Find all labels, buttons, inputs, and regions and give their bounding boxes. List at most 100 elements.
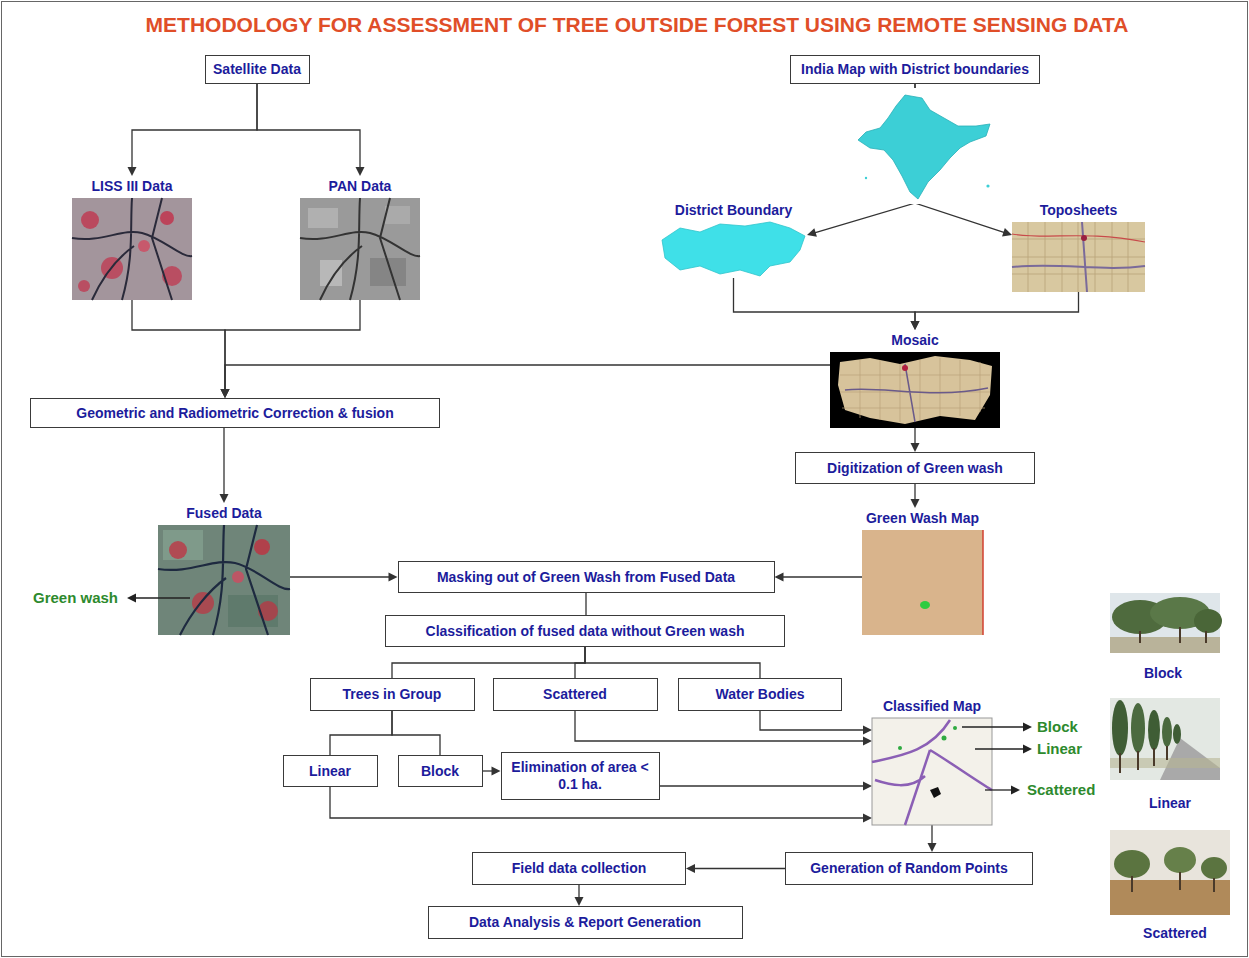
connector-line bbox=[782, 576, 863, 577]
connector-line bbox=[760, 711, 865, 730]
scattered-photo-part bbox=[1132, 872, 1214, 892]
liss-image bbox=[72, 198, 192, 300]
connector-line bbox=[392, 711, 440, 755]
connector-line bbox=[330, 711, 392, 755]
scattered-photo bbox=[1110, 830, 1230, 915]
leader-arrows-part bbox=[985, 789, 1013, 790]
photo-caption: Block bbox=[1144, 664, 1182, 682]
flow-connector bbox=[132, 300, 230, 398]
linear-photo-part bbox=[1120, 746, 1167, 773]
image-heading: District Boundary bbox=[660, 200, 807, 219]
arrow-head bbox=[686, 864, 695, 873]
fused-image bbox=[127, 525, 290, 635]
linear-photo bbox=[1110, 698, 1220, 780]
process-box: Linear bbox=[283, 755, 378, 787]
image-panel: Green Wash Map bbox=[862, 508, 983, 635]
fused-image-part bbox=[158, 525, 290, 635]
box-label: Generation of Random Points bbox=[810, 860, 1008, 877]
green-wash-map-image bbox=[862, 530, 983, 635]
india-map-part bbox=[858, 95, 990, 199]
image-heading: Classified Map bbox=[872, 696, 992, 715]
green-wash-map-image-part bbox=[920, 601, 930, 609]
liss-image-part bbox=[72, 198, 192, 300]
connector-line bbox=[585, 647, 760, 678]
flow-connector bbox=[911, 292, 1079, 330]
fused-image-part bbox=[163, 530, 203, 560]
flow-connector bbox=[575, 711, 872, 746]
block-photo-part bbox=[1194, 609, 1222, 633]
process-box: Data Analysis & Report Generation bbox=[428, 906, 743, 939]
image-panel: LISS III Data bbox=[72, 176, 192, 300]
arrow-head bbox=[928, 843, 937, 852]
fused-image-part bbox=[127, 594, 136, 603]
process-box: Generation of Random Points bbox=[785, 852, 1033, 885]
scattered-photo-part bbox=[1110, 830, 1230, 915]
flow-connector bbox=[660, 782, 873, 791]
leader-arrows-part bbox=[1023, 723, 1032, 732]
pan-image-part bbox=[308, 208, 338, 228]
india-map-part bbox=[848, 88, 998, 204]
arrow-head bbox=[389, 573, 398, 582]
process-box: Elimination of area < 0.1 ha. bbox=[501, 752, 660, 800]
leader-arrows-part bbox=[1023, 745, 1032, 754]
box-label: Scattered bbox=[543, 686, 607, 703]
flow-connector bbox=[392, 711, 440, 755]
connector-line bbox=[575, 711, 865, 741]
diagram-title: METHODOLOGY FOR ASSESSMENT OF TREE OUTSI… bbox=[146, 13, 1129, 36]
fused-image-part bbox=[254, 539, 270, 555]
arrow-head bbox=[128, 167, 137, 176]
arrow-head bbox=[1002, 228, 1012, 237]
connector-line bbox=[915, 292, 1079, 323]
mosaic-image-part bbox=[838, 356, 992, 424]
box-label: Classification of fused data without Gre… bbox=[426, 623, 745, 640]
flow-connector bbox=[686, 864, 785, 873]
arrow-head bbox=[863, 782, 872, 791]
liss-image-part bbox=[138, 240, 150, 252]
toposheet-image bbox=[1012, 222, 1145, 292]
arrow-head bbox=[911, 321, 920, 330]
fused-image-part bbox=[232, 571, 244, 583]
flow-connector bbox=[290, 573, 398, 582]
process-box: Water Bodies bbox=[678, 678, 842, 711]
classified-map-image-part bbox=[953, 726, 957, 730]
box-label: Trees in Group bbox=[343, 686, 442, 703]
flow-connector bbox=[586, 593, 587, 615]
classified-map-image-part bbox=[930, 787, 941, 798]
box-label: India Map with District boundaries bbox=[801, 61, 1029, 78]
linear-photo-part bbox=[1110, 698, 1220, 780]
arrow-head bbox=[911, 321, 920, 330]
linear-photo-part bbox=[1112, 700, 1128, 756]
flow-connector bbox=[257, 84, 365, 176]
flow-connector bbox=[221, 300, 361, 398]
box-label: Geometric and Radiometric Correction & f… bbox=[76, 405, 393, 422]
green-wash-map-image-part bbox=[862, 530, 983, 635]
box-label: Field data collection bbox=[512, 860, 647, 877]
pan-image bbox=[300, 198, 420, 300]
box-label: Digitization of Green wash bbox=[827, 460, 1003, 477]
arrow-head bbox=[356, 167, 365, 176]
process-box: Satellite Data bbox=[205, 55, 310, 84]
leader-arrows-part bbox=[975, 748, 1025, 749]
process-box: Trees in Group bbox=[310, 678, 475, 711]
image-heading: Mosaic bbox=[830, 330, 1000, 349]
box-label: Masking out of Green Wash from Fused Dat… bbox=[437, 569, 735, 586]
classified-map-image-part bbox=[942, 736, 947, 741]
linear-photo-part bbox=[1173, 724, 1181, 744]
arrow-head bbox=[911, 499, 920, 508]
fused-image-part bbox=[169, 541, 187, 559]
process-box: Masking out of Green Wash from Fused Dat… bbox=[398, 561, 775, 593]
connector-line bbox=[914, 428, 915, 445]
connector-line bbox=[734, 278, 916, 323]
class-callout: Block bbox=[1037, 718, 1078, 736]
liss-image-part bbox=[78, 280, 90, 292]
scattered-photo-part bbox=[1201, 857, 1227, 879]
process-box: Block bbox=[398, 755, 483, 787]
toposheet-image-part bbox=[1012, 222, 1145, 292]
fused-image-part bbox=[158, 525, 290, 635]
flow-connector bbox=[330, 711, 392, 755]
box-label: Satellite Data bbox=[213, 61, 301, 78]
arrow-head bbox=[221, 389, 230, 398]
liss-image-part bbox=[72, 198, 192, 300]
process-box: Scattered bbox=[493, 678, 658, 711]
